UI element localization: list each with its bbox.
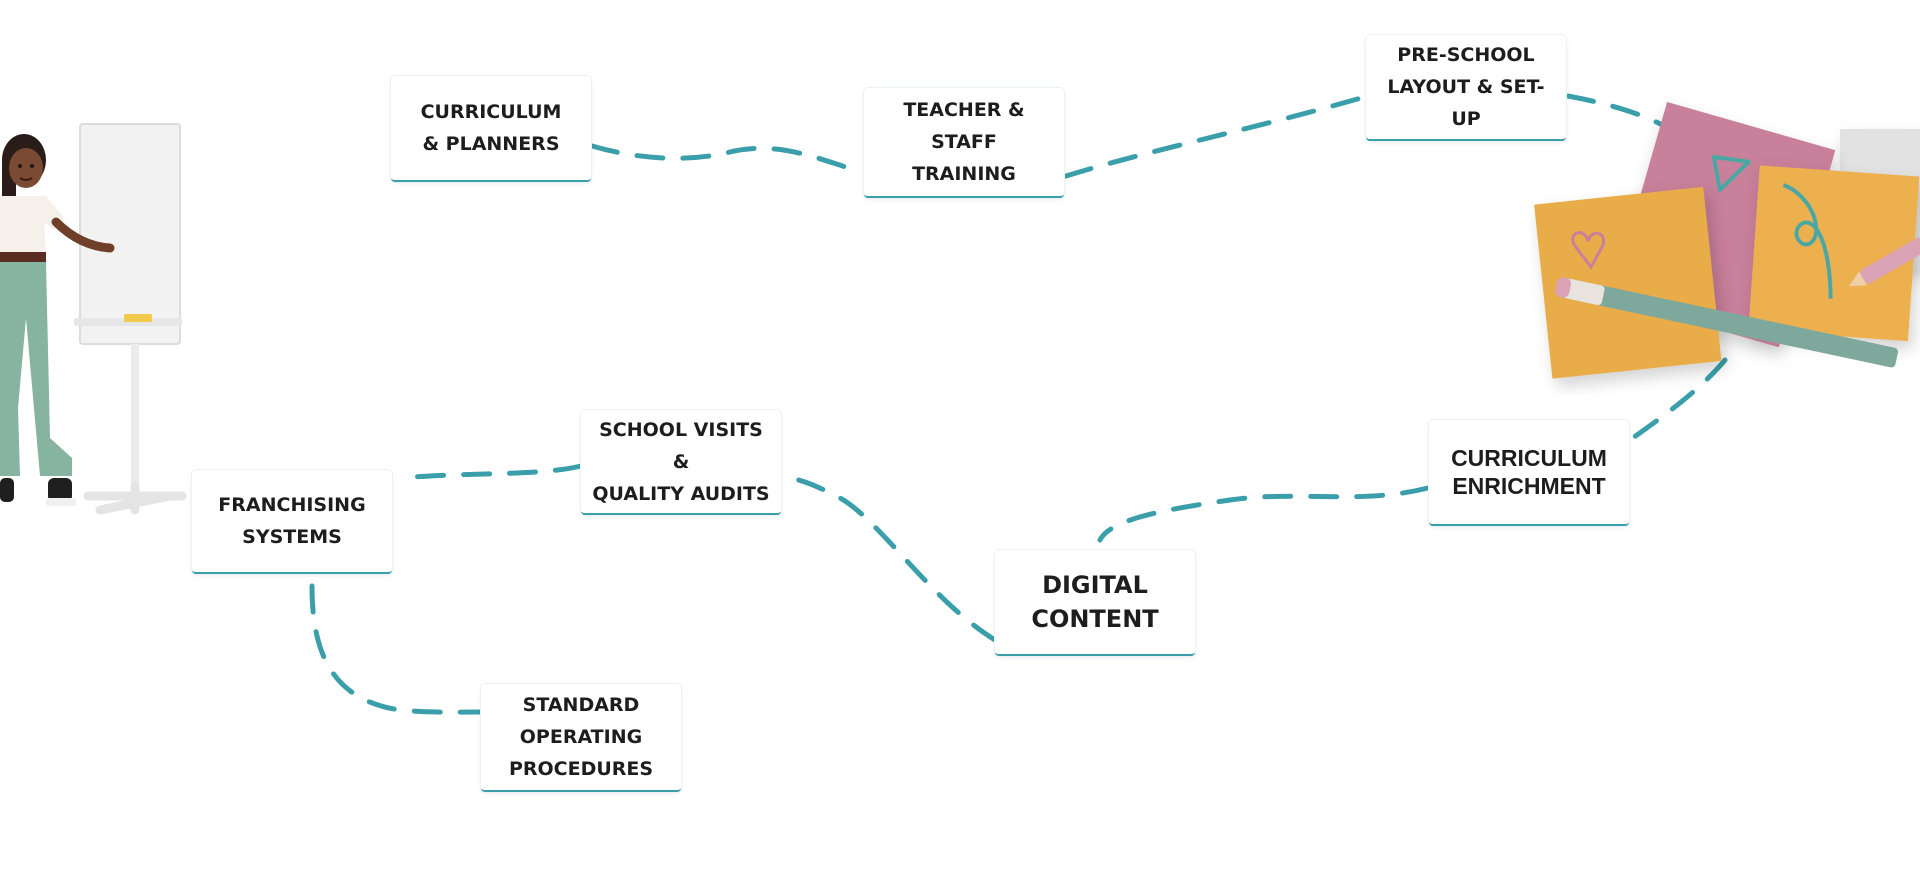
node-curriculum-planners[interactable]: CURRICULUM & PLANNERS — [391, 76, 591, 182]
node-teacher-training[interactable]: TEACHER & STAFF TRAINING — [864, 88, 1064, 198]
node-sop[interactable]: STANDARD OPERATING PROCEDURES — [481, 684, 681, 792]
node-digital-content[interactable]: DIGITAL CONTENT — [995, 550, 1195, 656]
path-training-to-layout — [1063, 93, 1371, 179]
node-preschool-layout[interactable]: PRE-SCHOOL LAYOUT & SET- UP — [1366, 35, 1566, 141]
node-curriculum-enrichment[interactable]: CURRICULUM ENRICHMENT — [1429, 420, 1629, 526]
node-school-visits[interactable]: SCHOOL VISITS & QUALITY AUDITS — [581, 410, 781, 515]
path-notes-to-enrichment — [1627, 357, 1728, 443]
path-enrichment-to-digital — [1097, 485, 1431, 543]
path-franchising-to-sop — [309, 583, 483, 715]
teacher-illustration — [0, 123, 187, 515]
node-franchising-systems[interactable]: FRANCHISING SYSTEMS — [192, 470, 392, 574]
path-layout-to-notes — [1565, 93, 1671, 131]
path-visits-to-franchising — [397, 463, 584, 481]
pencil-icon — [1555, 237, 1920, 368]
sticky-notes-illustration — [1534, 101, 1920, 379]
path-digital-to-visits — [782, 475, 998, 643]
whiteboard-icon — [74, 123, 187, 515]
path-planners-to-training — [589, 143, 865, 175]
